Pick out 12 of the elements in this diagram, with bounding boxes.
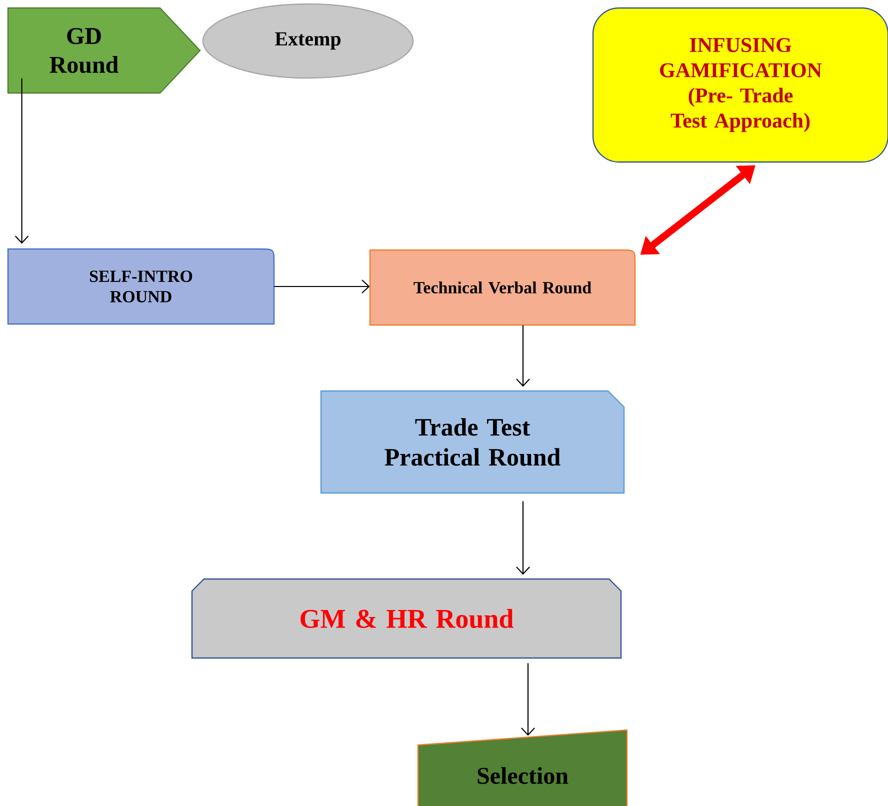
- process-box: GD Round: [7, 7, 201, 94]
- process-box: Selection: [417, 729, 628, 806]
- process-box: GM & HR Round: [191, 578, 622, 659]
- arrow: [274, 280, 370, 294]
- process-box: Trade Test Practical Round: [320, 390, 625, 494]
- arrow: [516, 501, 530, 575]
- arrow: [516, 325, 530, 387]
- callout-box: INFUSING GAMIFICATION (Pre- Trade Test Approach): [592, 7, 888, 163]
- arrow: [14, 78, 29, 244]
- process-box: SELF-INTRO ROUND: [7, 248, 275, 325]
- process-box: Technical Verbal Round: [369, 249, 636, 326]
- arrow: [521, 663, 535, 736]
